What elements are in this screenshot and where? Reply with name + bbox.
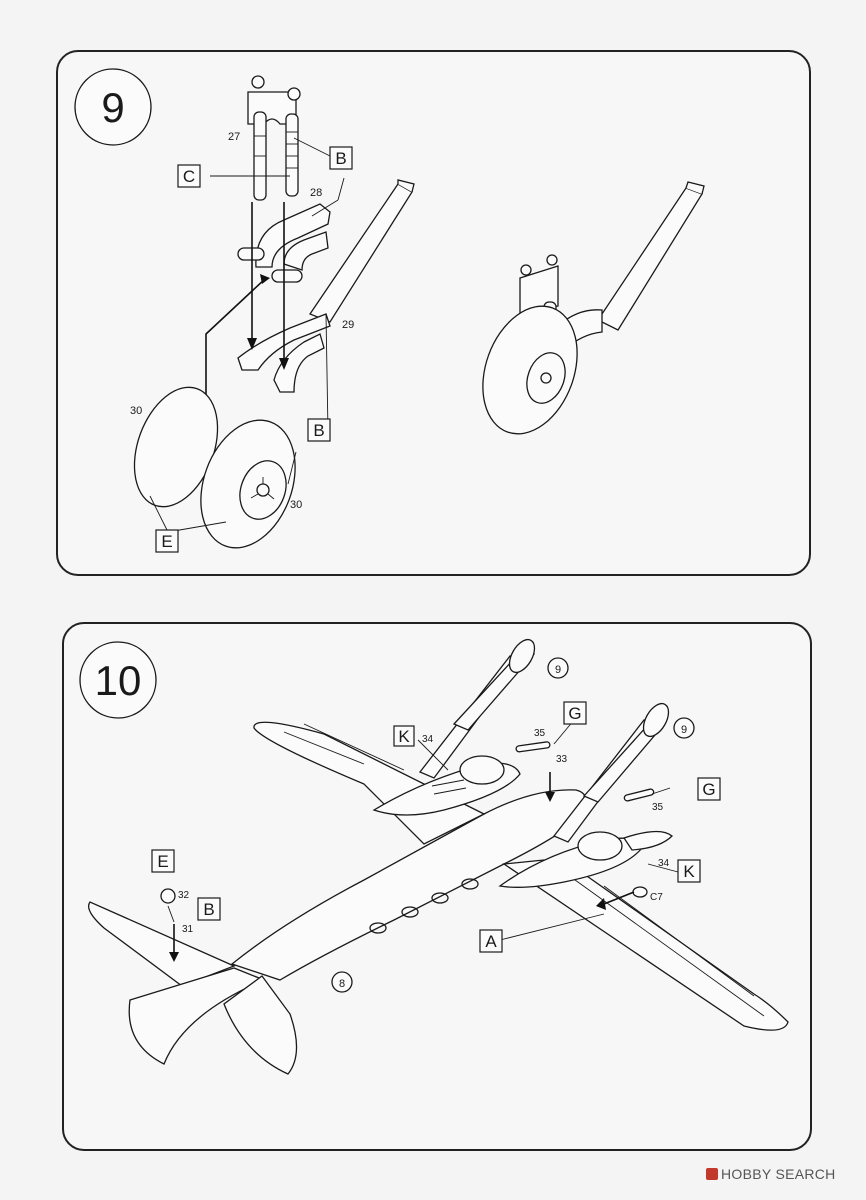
part-label-B-bottom: B xyxy=(307,418,331,442)
step-number-circle xyxy=(79,641,157,719)
part-label-C: C xyxy=(177,164,201,188)
svg-text:K: K xyxy=(398,727,410,746)
part-number-30-right: 30 xyxy=(290,499,302,511)
landing-gear-left xyxy=(418,638,536,779)
assembled-gear xyxy=(482,181,705,435)
part-number-c7: C7 xyxy=(650,892,663,903)
aircraft-wing-right xyxy=(502,859,789,1031)
watermark: HOBBY SEARCH xyxy=(706,1166,836,1182)
step-9-drawing: 9 xyxy=(74,68,705,553)
landing-gear-right xyxy=(552,702,670,843)
part-label-E: E xyxy=(151,849,175,873)
hobby-search-logo-icon xyxy=(706,1168,718,1180)
part-number-34-left: 34 xyxy=(422,734,434,745)
svg-text:E: E xyxy=(157,852,168,871)
fork-part-28 xyxy=(255,203,331,271)
part-number-33: 33 xyxy=(556,754,568,765)
svg-text:9: 9 xyxy=(681,724,687,736)
part-number-27: 27 xyxy=(228,131,240,143)
step-number-circle xyxy=(74,68,152,146)
part-number-35-right: 35 xyxy=(652,802,664,813)
part-label-E: E xyxy=(155,529,179,553)
part-number-30-left: 30 xyxy=(130,405,142,417)
step-10-drawing: 10 xyxy=(79,638,789,1075)
engine-nacelle-right xyxy=(498,830,673,888)
svg-text:8: 8 xyxy=(339,978,345,990)
aircraft-fuselage xyxy=(87,789,588,1075)
watermark-text: HOBBY SEARCH xyxy=(721,1166,836,1182)
part-number-29: 29 xyxy=(342,319,354,331)
svg-text:B: B xyxy=(335,149,346,168)
part-number-32: 32 xyxy=(178,890,190,901)
part-number-31: 31 xyxy=(182,924,194,935)
step-number: 10 xyxy=(95,657,142,704)
part-label-B: B xyxy=(197,897,221,921)
part-number-28: 28 xyxy=(310,187,322,199)
strut-part-27 xyxy=(247,75,301,201)
step-9-panel: 9 xyxy=(56,50,811,576)
svg-text:G: G xyxy=(702,780,715,799)
part-label-G-top: G xyxy=(563,701,587,725)
part-number-34-right: 34 xyxy=(658,858,670,869)
svg-text:A: A xyxy=(485,932,497,951)
part-label-K-left: K xyxy=(393,725,415,747)
part-label-G-right: G xyxy=(697,777,721,801)
svg-text:K: K xyxy=(683,862,695,881)
svg-text:B: B xyxy=(313,421,324,440)
leader-lines xyxy=(417,719,679,941)
svg-text:9: 9 xyxy=(555,664,561,676)
step-10-panel: 10 xyxy=(62,622,812,1151)
axle-pins xyxy=(237,247,303,283)
wheel-part-30-right xyxy=(200,419,296,549)
step-ref-9-left: 9 xyxy=(547,657,569,679)
svg-text:G: G xyxy=(568,704,581,723)
part-label-K-right: K xyxy=(677,859,701,883)
svg-text:E: E xyxy=(161,532,172,551)
part-number-35-top: 35 xyxy=(534,728,546,739)
step-ref-8: 8 xyxy=(331,971,353,993)
part-label-B-top: B xyxy=(329,146,353,170)
step-number: 9 xyxy=(101,84,124,131)
engine-nacelle-left xyxy=(372,755,521,816)
step-ref-9-right: 9 xyxy=(673,717,695,739)
svg-text:C: C xyxy=(183,167,195,186)
svg-text:B: B xyxy=(203,900,214,919)
strut-part-29 xyxy=(237,179,415,393)
part-label-A: A xyxy=(479,929,503,953)
